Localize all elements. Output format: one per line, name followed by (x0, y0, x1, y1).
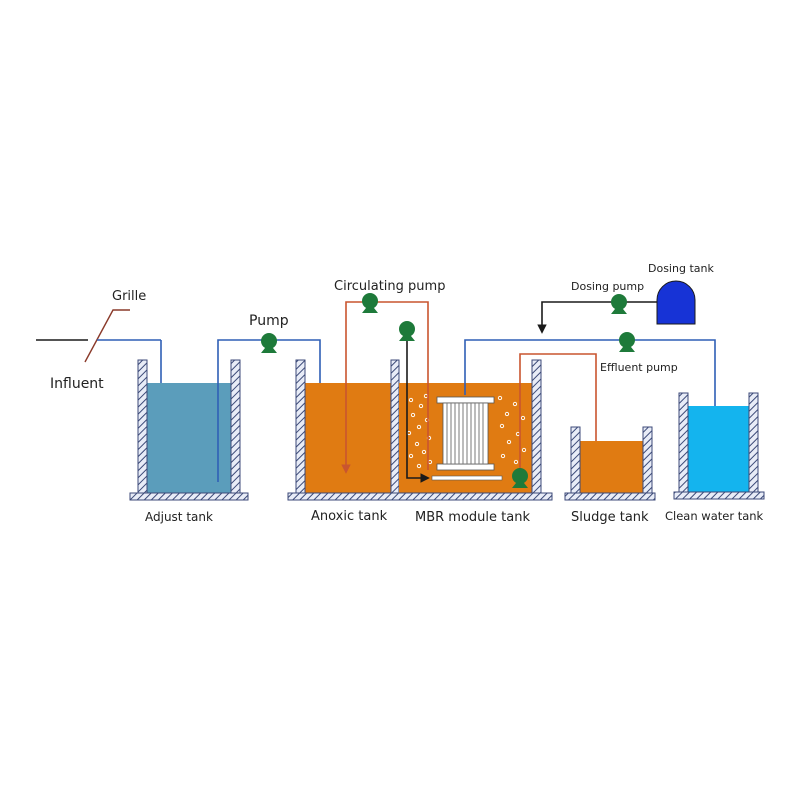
effluent-pipe (464, 339, 720, 472)
air-supply-pipe (406, 340, 430, 483)
sludge-tank-right-wall (642, 426, 653, 494)
air-pump-icon (399, 321, 415, 341)
adjust-tank-right-wall (230, 359, 241, 494)
dosing-tank-label: Dosing tank (648, 262, 714, 275)
aeration-pipe (431, 475, 503, 481)
sludge-tank-left-wall (570, 426, 581, 494)
dosing-pump-icon (611, 294, 627, 314)
clean-water-tank-left-wall (678, 392, 689, 493)
clean-water-tank: Clean water tank (665, 392, 765, 523)
grille-icon (84, 309, 130, 363)
clean-water-tank-label: Clean water tank (665, 509, 764, 523)
mbr-module-tank-label: MBR module tank (415, 510, 530, 525)
influent-inlet: Grille Influent (36, 289, 166, 456)
circulation-pipe (341, 301, 429, 474)
sludge-discharge-pipe (519, 353, 601, 482)
clean-water-tank-water (688, 406, 749, 492)
dosing-pipe (537, 301, 658, 334)
dosing-tank-icon (656, 280, 696, 325)
dosing-pump-label: Dosing pump (571, 280, 644, 293)
clean-water-tank-base (673, 491, 765, 500)
adjust-tank-label: Adjust tank (145, 510, 213, 524)
sludge-pump-icon (512, 468, 528, 488)
adjust-tank-base (129, 492, 249, 501)
effluent-pump-icon (619, 332, 635, 352)
aeration-bubbles (406, 393, 527, 469)
anoxic-tank: Anoxic tank (295, 359, 400, 524)
circulating-pump-label: Circulating pump (334, 279, 445, 294)
sludge-tank-label: Sludge tank (571, 510, 649, 525)
anoxic-tank-left-wall (295, 359, 306, 494)
anoxic-mbr-divider-wall (390, 359, 400, 494)
anoxic-tank-label: Anoxic tank (311, 509, 388, 524)
grille-label: Grille (112, 289, 146, 304)
clean-water-tank-right-wall (748, 392, 759, 493)
pump-label: Pump (249, 313, 289, 329)
sludge-tank-water (580, 441, 643, 493)
mbr-tank-right-wall (531, 359, 542, 494)
anoxic-tank-water (305, 383, 391, 493)
effluent-pump-label: Effluent pump (600, 361, 678, 374)
anoxic-mbr-base (287, 492, 553, 501)
sludge-tank: Sludge tank (564, 426, 656, 525)
adjust-tank-water (147, 383, 231, 493)
adjust-tank-left-wall (137, 359, 148, 494)
sludge-tank-base (564, 492, 656, 501)
adjust-tank: Adjust tank (129, 359, 249, 524)
circulating-pump-icon (362, 293, 378, 313)
pump-icon (261, 333, 277, 353)
membrane-module-icon (431, 396, 503, 481)
influent-label: Influent (50, 376, 104, 392)
